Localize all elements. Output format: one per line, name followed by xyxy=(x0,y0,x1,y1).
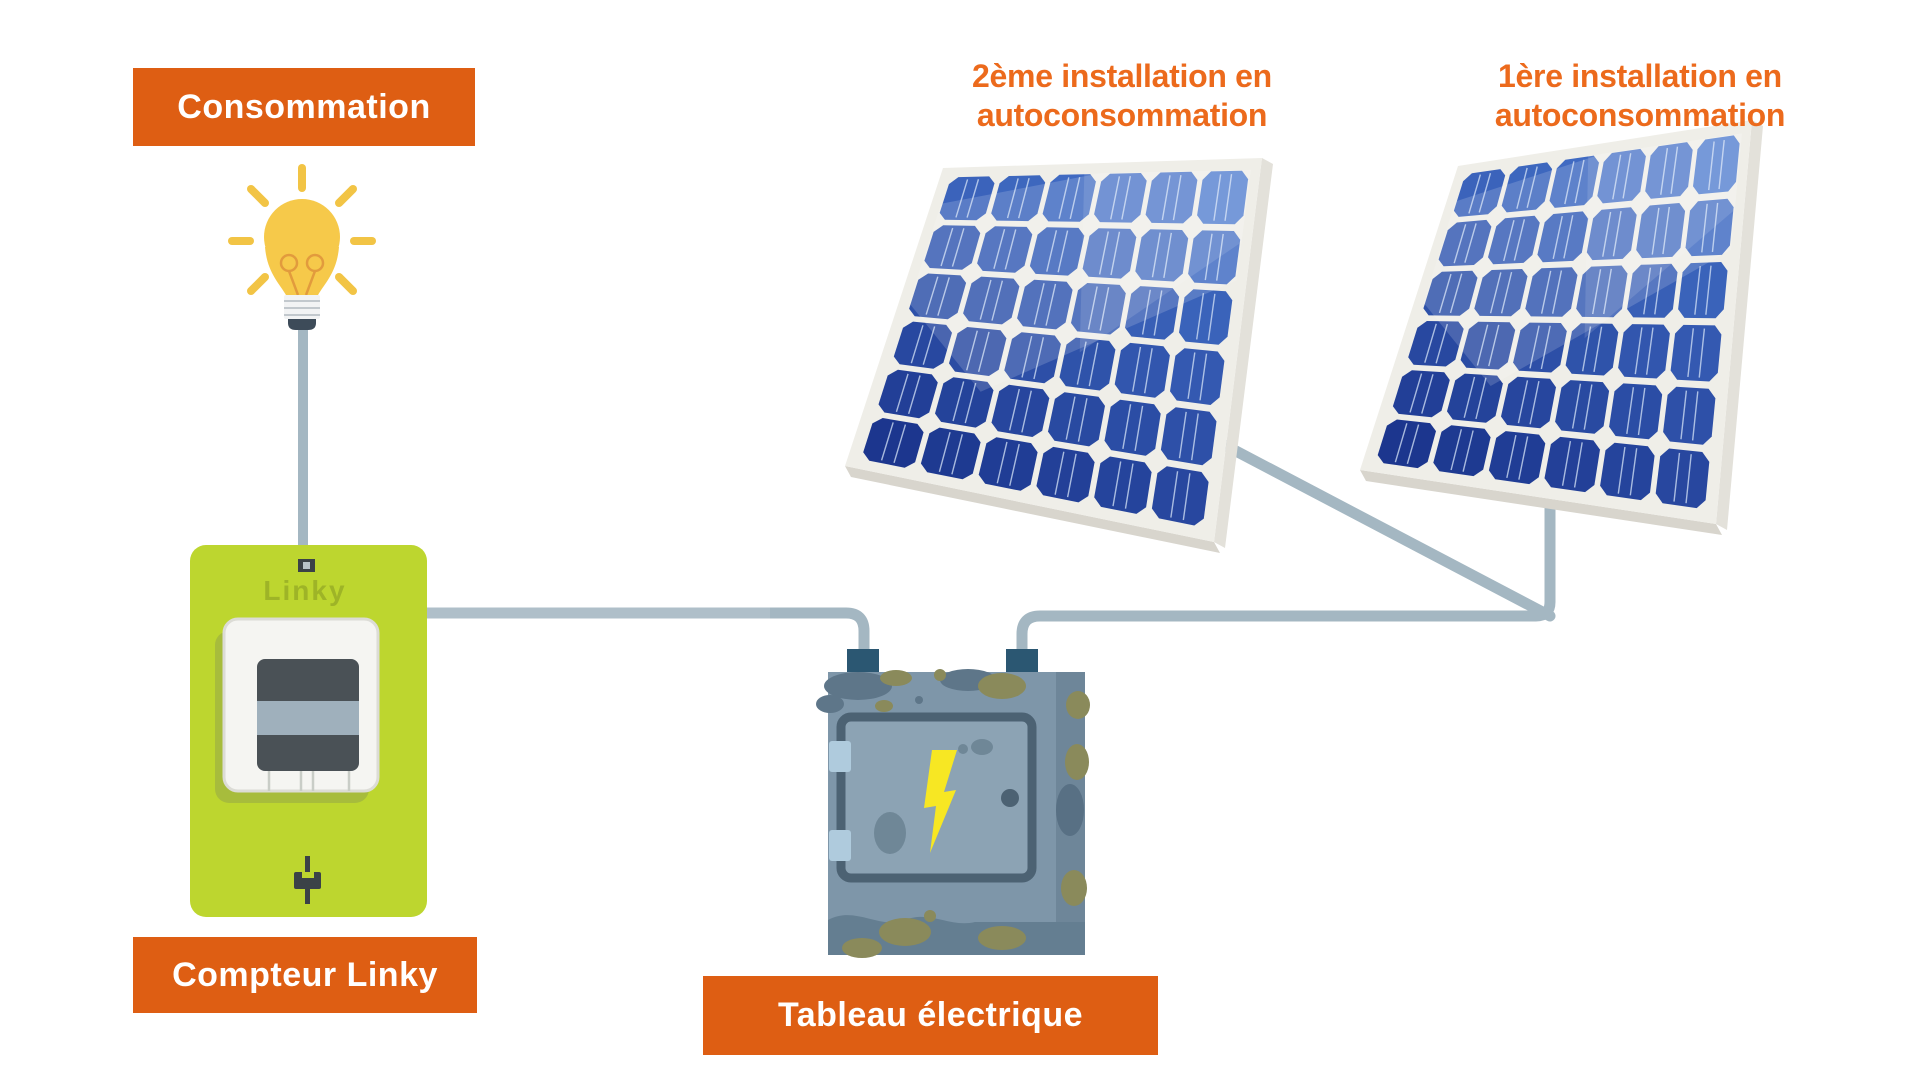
installation-1-title-line2: autoconsommation xyxy=(1494,97,1786,133)
board-label: Tableau électrique xyxy=(703,976,1158,1055)
lightning-bolt-icon xyxy=(924,750,957,853)
board-door-spots xyxy=(874,739,993,854)
installation-1-title: 1ère installation en autoconsommation xyxy=(1390,57,1890,135)
meter-label-text: Compteur Linky xyxy=(172,955,438,994)
solar-panel-installation-1 xyxy=(1360,120,1763,535)
wire-meter-to-board xyxy=(421,607,870,666)
linky-meter: Linky xyxy=(190,545,427,917)
bulb-filament xyxy=(279,253,325,296)
board-texture-spots xyxy=(816,669,1090,958)
wires xyxy=(298,325,1556,666)
linky-display-stripe xyxy=(257,701,359,735)
plug-icon xyxy=(294,856,321,904)
installation-1-title-line1: 1ère installation en xyxy=(1498,58,1782,94)
bulb-neck xyxy=(265,247,339,295)
board-hinge-top xyxy=(829,741,851,772)
board-label-text: Tableau électrique xyxy=(777,996,1084,1034)
electrical-board xyxy=(816,649,1090,958)
linky-terminal-pins xyxy=(267,771,351,791)
board-hinge-bottom xyxy=(829,830,851,861)
bulb-rays xyxy=(228,164,376,295)
board-door-knob xyxy=(1001,789,1019,807)
installation-2-title-line1: 2ème installation en xyxy=(972,58,1272,94)
wire-panels-to-board xyxy=(1016,499,1556,666)
wire-panel2-diagonal xyxy=(1209,434,1556,622)
consumption-label-text: Consommation xyxy=(177,87,431,126)
installation-2-title-line2: autoconsommation xyxy=(976,97,1268,133)
solar-panel-installation-2 xyxy=(845,158,1273,553)
linky-logo-text: Linky xyxy=(263,575,346,606)
light-bulb-icon xyxy=(228,164,376,330)
consumption-label: Consommation xyxy=(133,68,475,146)
installation-2-title: 2ème installation en autoconsommation xyxy=(872,57,1372,135)
linky-led-dot xyxy=(303,562,310,569)
board-connector-left xyxy=(847,649,879,675)
meter-label: Compteur Linky xyxy=(133,937,477,1013)
bulb-tip xyxy=(288,319,316,330)
solar-panels-layer xyxy=(845,120,1763,553)
bulb-base-threads xyxy=(284,300,320,316)
board-connector-right xyxy=(1006,649,1038,675)
